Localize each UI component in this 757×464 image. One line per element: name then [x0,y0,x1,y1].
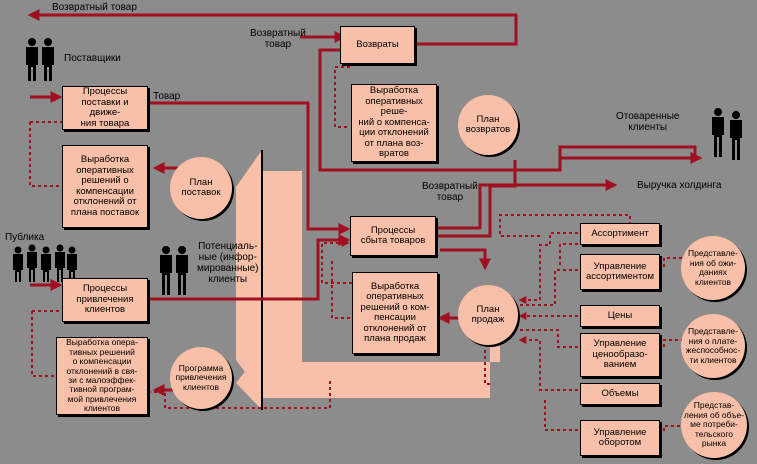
return-goods-top-line [27,8,518,46]
client-solvency-circle: Представле- ния о плате- жеспособнос- ти… [681,314,745,378]
people-silhouette-icon [160,246,188,295]
public-label: Публика [5,232,45,243]
client-expectations-circle: Представле- ния об ожи- даниях клиентов [681,236,745,300]
returns-box: Возвраты [340,26,415,64]
holding-revenue-label: Выручка холдинга [637,180,722,191]
returns-plan-circle: План возвратов [458,95,518,155]
sales-processes-box: Процессы сбыта товаров [350,216,436,256]
turnover-mgmt-box: Управление оборотом [580,420,660,456]
people-silhouette-icon [13,244,77,282]
acquisition-compensation-box: Выработка опера- тивных решений о компен… [56,337,148,415]
assortment-mgmt-box: Управление ассортиментом [580,254,660,290]
pricing-mgmt-box: Управление ценообразо- ванием [580,333,660,377]
supply-processes-box: Процессы поставки и движе- ния товара [62,86,148,130]
return-goods-left-label: Возвратный товар [250,28,306,50]
people-silhouette-icon [712,108,742,160]
supply-compensation-box: Выработка оперативных решений о компенса… [62,145,148,228]
sales-plan-circle: План продаж [458,285,518,345]
market-volume-circle: Представ- ления об объе- ме потреби- тел… [681,392,747,458]
acquisition-program-circle: Программа привлечения клиентов [170,347,232,409]
return-goods-mid-label: Возвратный товар [422,181,478,203]
acquisition-arrow-shape [236,322,500,410]
returns-compensation-box: Выработка оперативных решe- ний о компен… [351,84,437,162]
supply-plan-circle: План поставок [170,157,232,219]
prices-box: Цены [580,305,660,327]
assortment-box: Ассортимент [580,223,660,245]
volumes-box: Объемы [580,383,660,405]
potential-clients-label: Потенциаль- ные (инфор- мированные) клие… [197,241,259,285]
sales-compensation-box: Выработка оперативных решений о ком- пен… [352,272,438,354]
people-silhouette-icon [26,38,54,81]
served-clients-label: Отоваренные клиенты [616,111,680,133]
supply-plan-arrow-shape [236,150,302,395]
suppliers-label: Поставщики [64,53,121,64]
acquisition-processes-box: Процессы привлечения клиентов [62,278,148,322]
goods-label: Товар [153,91,181,102]
return-goods-top-label: Возвратный товар [52,2,137,13]
